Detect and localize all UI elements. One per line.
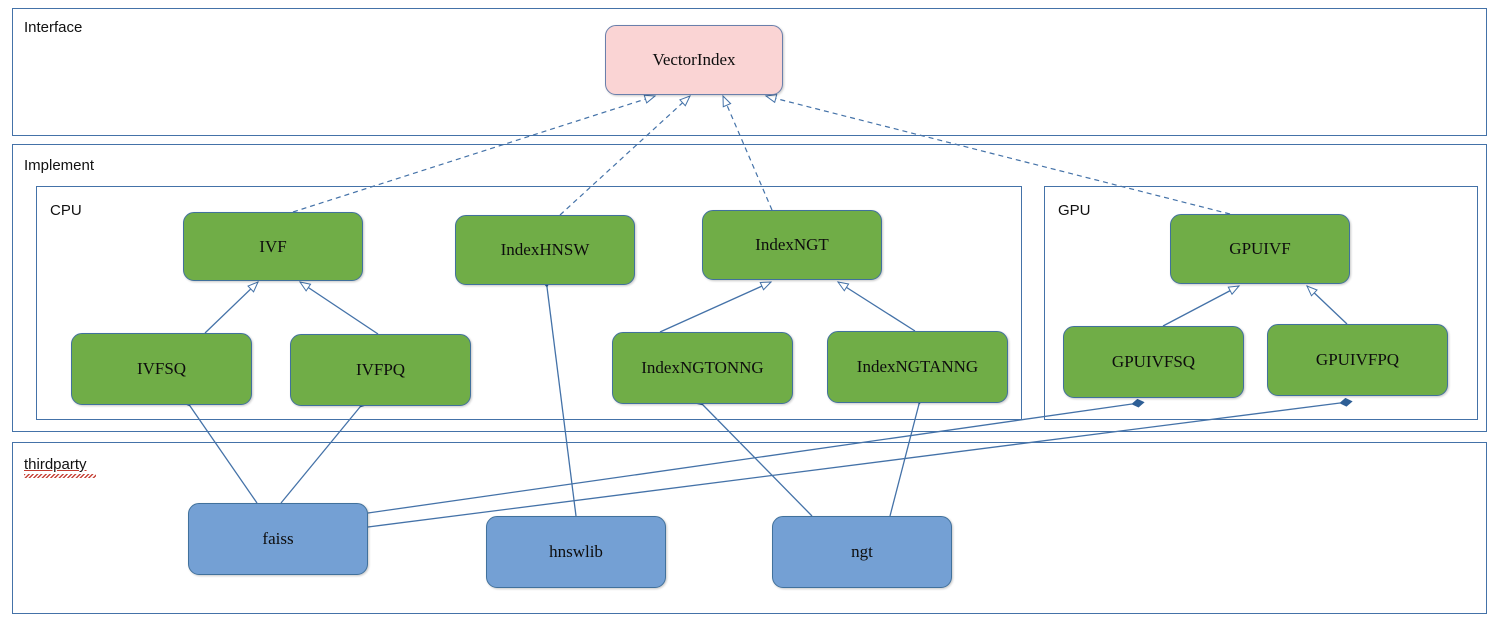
- node-ivf[interactable]: IVF: [183, 212, 363, 281]
- node-indexngtonng[interactable]: IndexNGTONNG: [612, 332, 793, 404]
- group-box-cpu: [36, 186, 1022, 420]
- node-ivfsq[interactable]: IVFSQ: [71, 333, 252, 405]
- node-indexhnsw[interactable]: IndexHNSW: [455, 215, 635, 285]
- node-gpuivfsq[interactable]: GPUIVFSQ: [1063, 326, 1244, 398]
- node-vectorindex[interactable]: VectorIndex: [605, 25, 783, 95]
- node-ivfpq[interactable]: IVFPQ: [290, 334, 471, 406]
- group-box-implement: [12, 144, 1487, 432]
- node-indexngt[interactable]: IndexNGT: [702, 210, 882, 280]
- node-gpuivfpq[interactable]: GPUIVFPQ: [1267, 324, 1448, 396]
- group-box-interface: [12, 8, 1487, 136]
- group-label-interface: Interface: [24, 19, 83, 36]
- node-indexngtanng[interactable]: IndexNGTANNG: [827, 331, 1008, 403]
- group-label-thirdparty: thirdparty: [24, 456, 87, 473]
- node-faiss[interactable]: faiss: [188, 503, 368, 575]
- group-box-gpu: [1044, 186, 1478, 420]
- group-label-implement: Implement: [24, 157, 95, 174]
- node-ngt[interactable]: ngt: [772, 516, 952, 588]
- node-gpuivf[interactable]: GPUIVF: [1170, 214, 1350, 284]
- node-hnswlib[interactable]: hnswlib: [486, 516, 666, 588]
- group-box-thirdparty: [12, 442, 1487, 614]
- group-label-cpu: CPU: [50, 202, 82, 219]
- group-label-gpu: GPU: [1058, 202, 1091, 219]
